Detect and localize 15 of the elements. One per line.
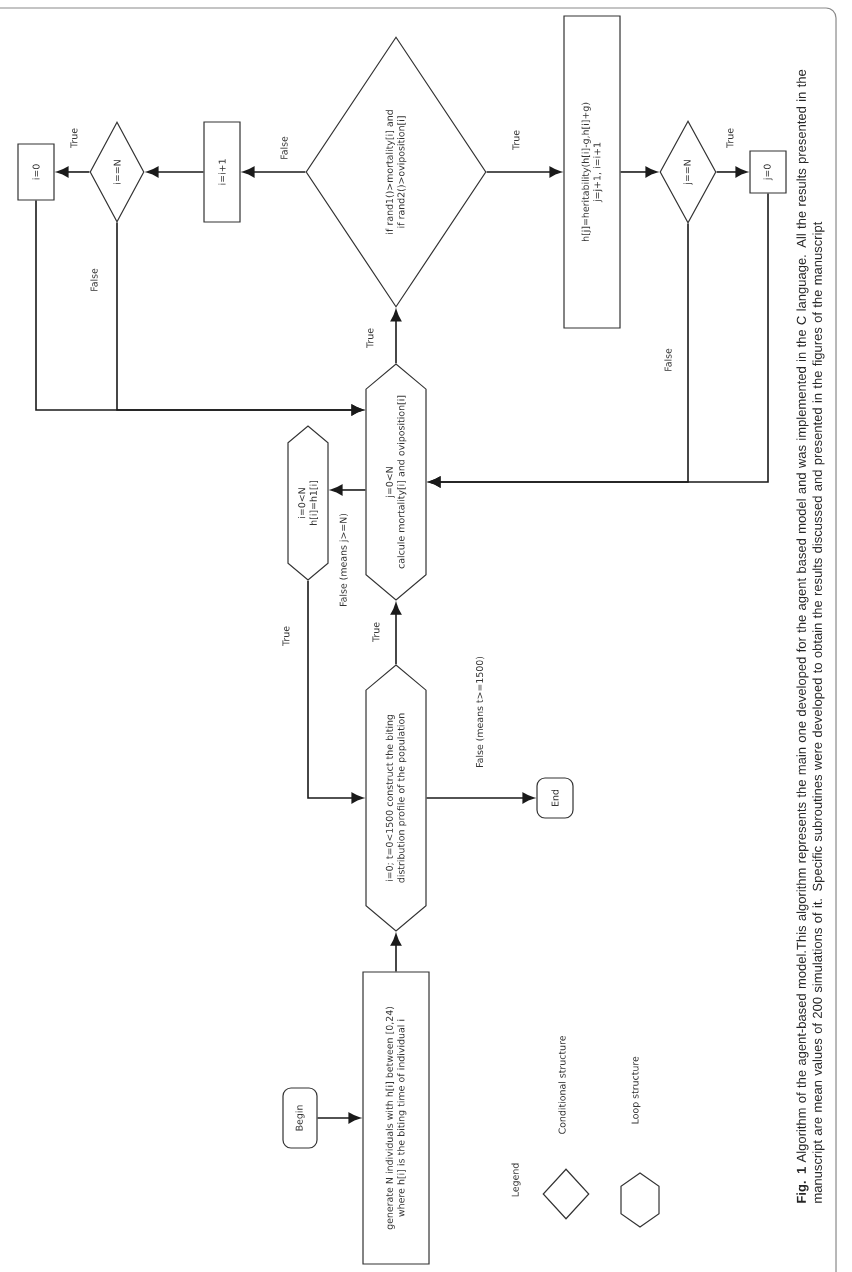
arrow <box>715 166 748 178</box>
arrow <box>35 199 364 416</box>
arrow <box>242 166 307 178</box>
arrow <box>146 166 205 178</box>
arrow <box>56 166 91 178</box>
arrow <box>390 933 402 973</box>
arrow <box>619 166 658 178</box>
arrow <box>316 1112 361 1124</box>
arrow <box>485 166 562 178</box>
arrow <box>425 792 535 804</box>
arrow <box>307 579 364 804</box>
arrow <box>428 192 769 488</box>
arrow <box>390 602 402 665</box>
arrow <box>390 309 402 364</box>
arrow <box>330 484 367 496</box>
